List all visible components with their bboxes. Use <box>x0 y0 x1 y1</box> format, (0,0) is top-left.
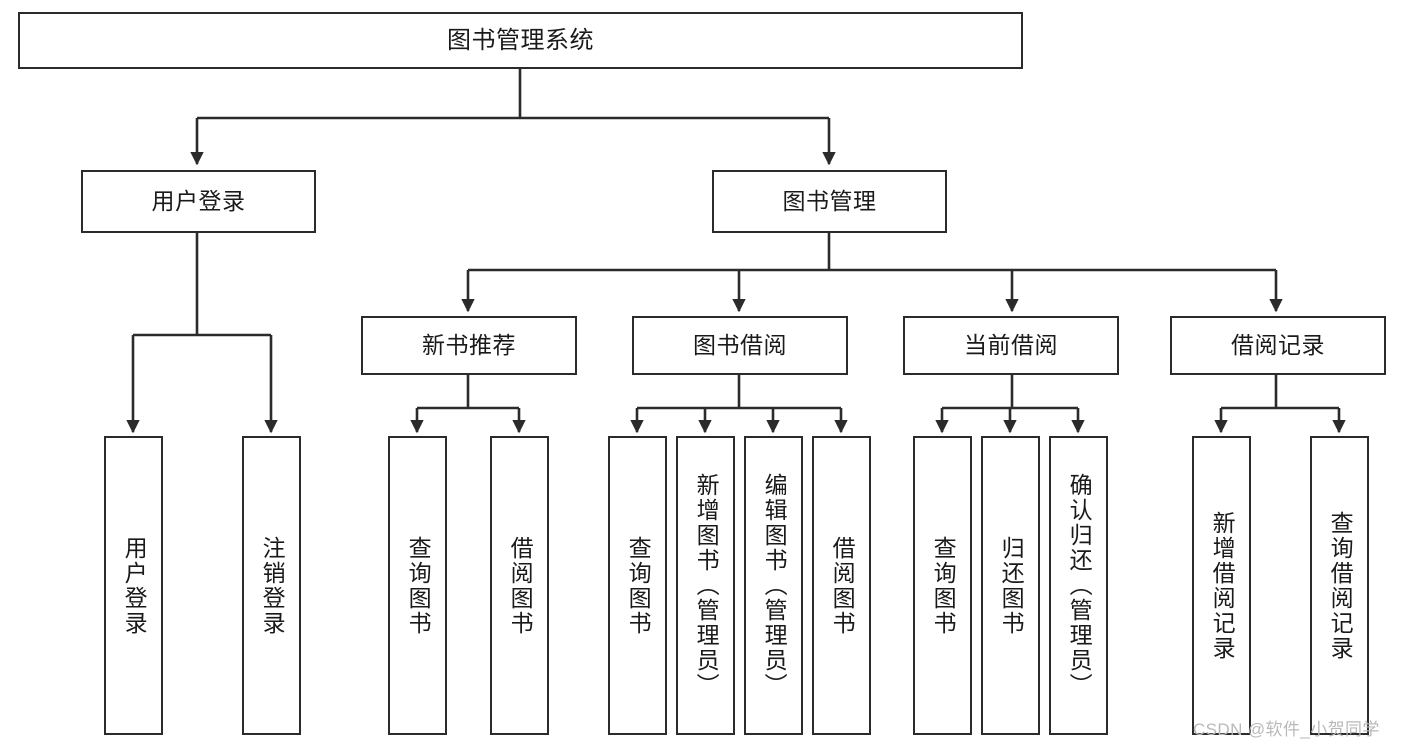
leaf-query-book-borrow[interactable]: 查询图书 <box>608 436 667 735</box>
node-book-management[interactable]: 图书管理 <box>712 170 947 233</box>
csdn-watermark: CSDN @软件_小贺同学 <box>1193 720 1380 739</box>
leaf-user-login[interactable]: 用户登录 <box>104 436 163 735</box>
leaf-borrow-book[interactable]: 借阅图书 <box>812 436 871 735</box>
node-label: 查询图书 <box>930 535 957 636</box>
node-label: 编辑图书（管理员） <box>761 473 788 698</box>
node-label: 查询图书 <box>405 535 432 636</box>
node-new-book-recommend[interactable]: 新书推荐 <box>361 316 577 375</box>
leaf-return-book[interactable]: 归还图书 <box>981 436 1040 735</box>
leaf-borrow-book-recommend[interactable]: 借阅图书 <box>490 436 549 735</box>
leaf-edit-book-admin[interactable]: 编辑图书（管理员） <box>744 436 803 735</box>
node-label: 新增借阅记录 <box>1209 510 1236 661</box>
node-label: 查询图书 <box>625 535 652 636</box>
node-label: 注销登录 <box>259 535 286 636</box>
node-label: 查询借阅记录 <box>1327 510 1354 661</box>
node-label: 新增图书（管理员） <box>693 473 720 698</box>
node-label: 借阅图书 <box>829 535 856 636</box>
node-root-library-management-system[interactable]: 图书管理系统 <box>18 12 1023 69</box>
node-label: 用户登录 <box>121 535 148 636</box>
node-current-borrow[interactable]: 当前借阅 <box>903 316 1119 375</box>
node-label: 归还图书 <box>998 535 1025 636</box>
node-user-login[interactable]: 用户登录 <box>81 170 316 233</box>
node-label: 当前借阅 <box>964 332 1058 359</box>
leaf-add-book-admin[interactable]: 新增图书（管理员） <box>676 436 735 735</box>
leaf-query-borrow-record[interactable]: 查询借阅记录 <box>1310 436 1369 735</box>
node-label: 确认归还（管理员） <box>1066 473 1093 698</box>
node-label: 图书管理系统 <box>447 26 594 54</box>
leaf-add-borrow-record[interactable]: 新增借阅记录 <box>1192 436 1251 735</box>
node-book-borrow[interactable]: 图书借阅 <box>632 316 848 375</box>
node-label: 图书管理 <box>782 188 877 215</box>
node-label: 用户登录 <box>151 188 246 215</box>
node-borrow-record[interactable]: 借阅记录 <box>1170 316 1386 375</box>
node-label: 借阅图书 <box>507 535 534 636</box>
leaf-query-book-current[interactable]: 查询图书 <box>913 436 972 735</box>
leaf-logout[interactable]: 注销登录 <box>242 436 301 735</box>
node-label: 借阅记录 <box>1231 332 1325 359</box>
leaf-query-book-recommend[interactable]: 查询图书 <box>388 436 447 735</box>
leaf-confirm-return-admin[interactable]: 确认归还（管理员） <box>1049 436 1108 735</box>
node-label: 图书借阅 <box>693 332 787 359</box>
node-label: 新书推荐 <box>422 332 516 359</box>
